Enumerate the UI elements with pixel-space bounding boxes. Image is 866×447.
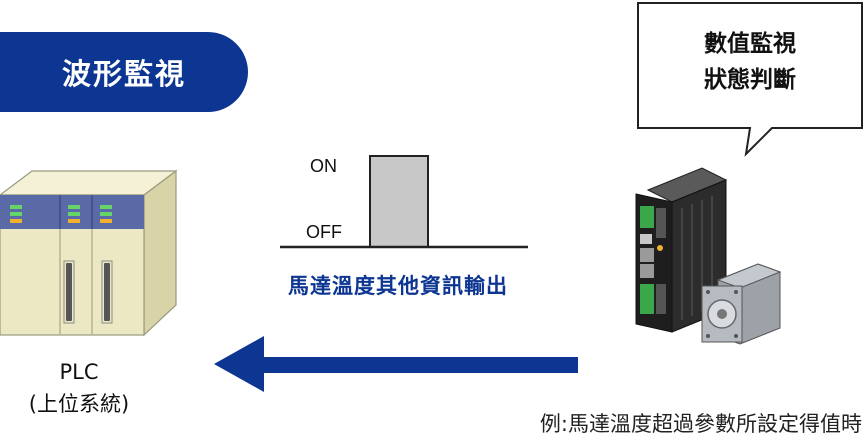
plc-label-line-2: (上位系統) (28, 392, 130, 416)
left-arrow-icon (214, 336, 578, 392)
plc-label-line-1: PLC (59, 360, 99, 384)
plc-label: PLC (上位系統) (4, 356, 154, 420)
callout-line-2: 狀態判斷 (704, 67, 796, 93)
page-title: 波形監視 (61, 57, 186, 91)
pulse-caption: 馬達溫度其他資訊輸出 (288, 274, 508, 298)
pulse-off-label: OFF (306, 222, 342, 242)
speech-bubble: 數值監視 狀態判斷 (634, 0, 866, 160)
callout-line-1: 數值監視 (704, 31, 796, 57)
motor-driver-illustration (626, 160, 786, 354)
pulse-waveform (280, 155, 528, 249)
speech-bubble-shape (637, 2, 863, 157)
pulse-on-block (369, 155, 429, 248)
plc-illustration (0, 165, 180, 349)
example-note: 例:馬達溫度超過參數所設定得值時 (539, 412, 862, 436)
status-leds (10, 205, 112, 223)
pulse-on-label: ON (310, 156, 337, 176)
title-pill: 波形監視 (0, 32, 248, 112)
speech-bubble-text: 數值監視 狀態判斷 (642, 26, 858, 98)
